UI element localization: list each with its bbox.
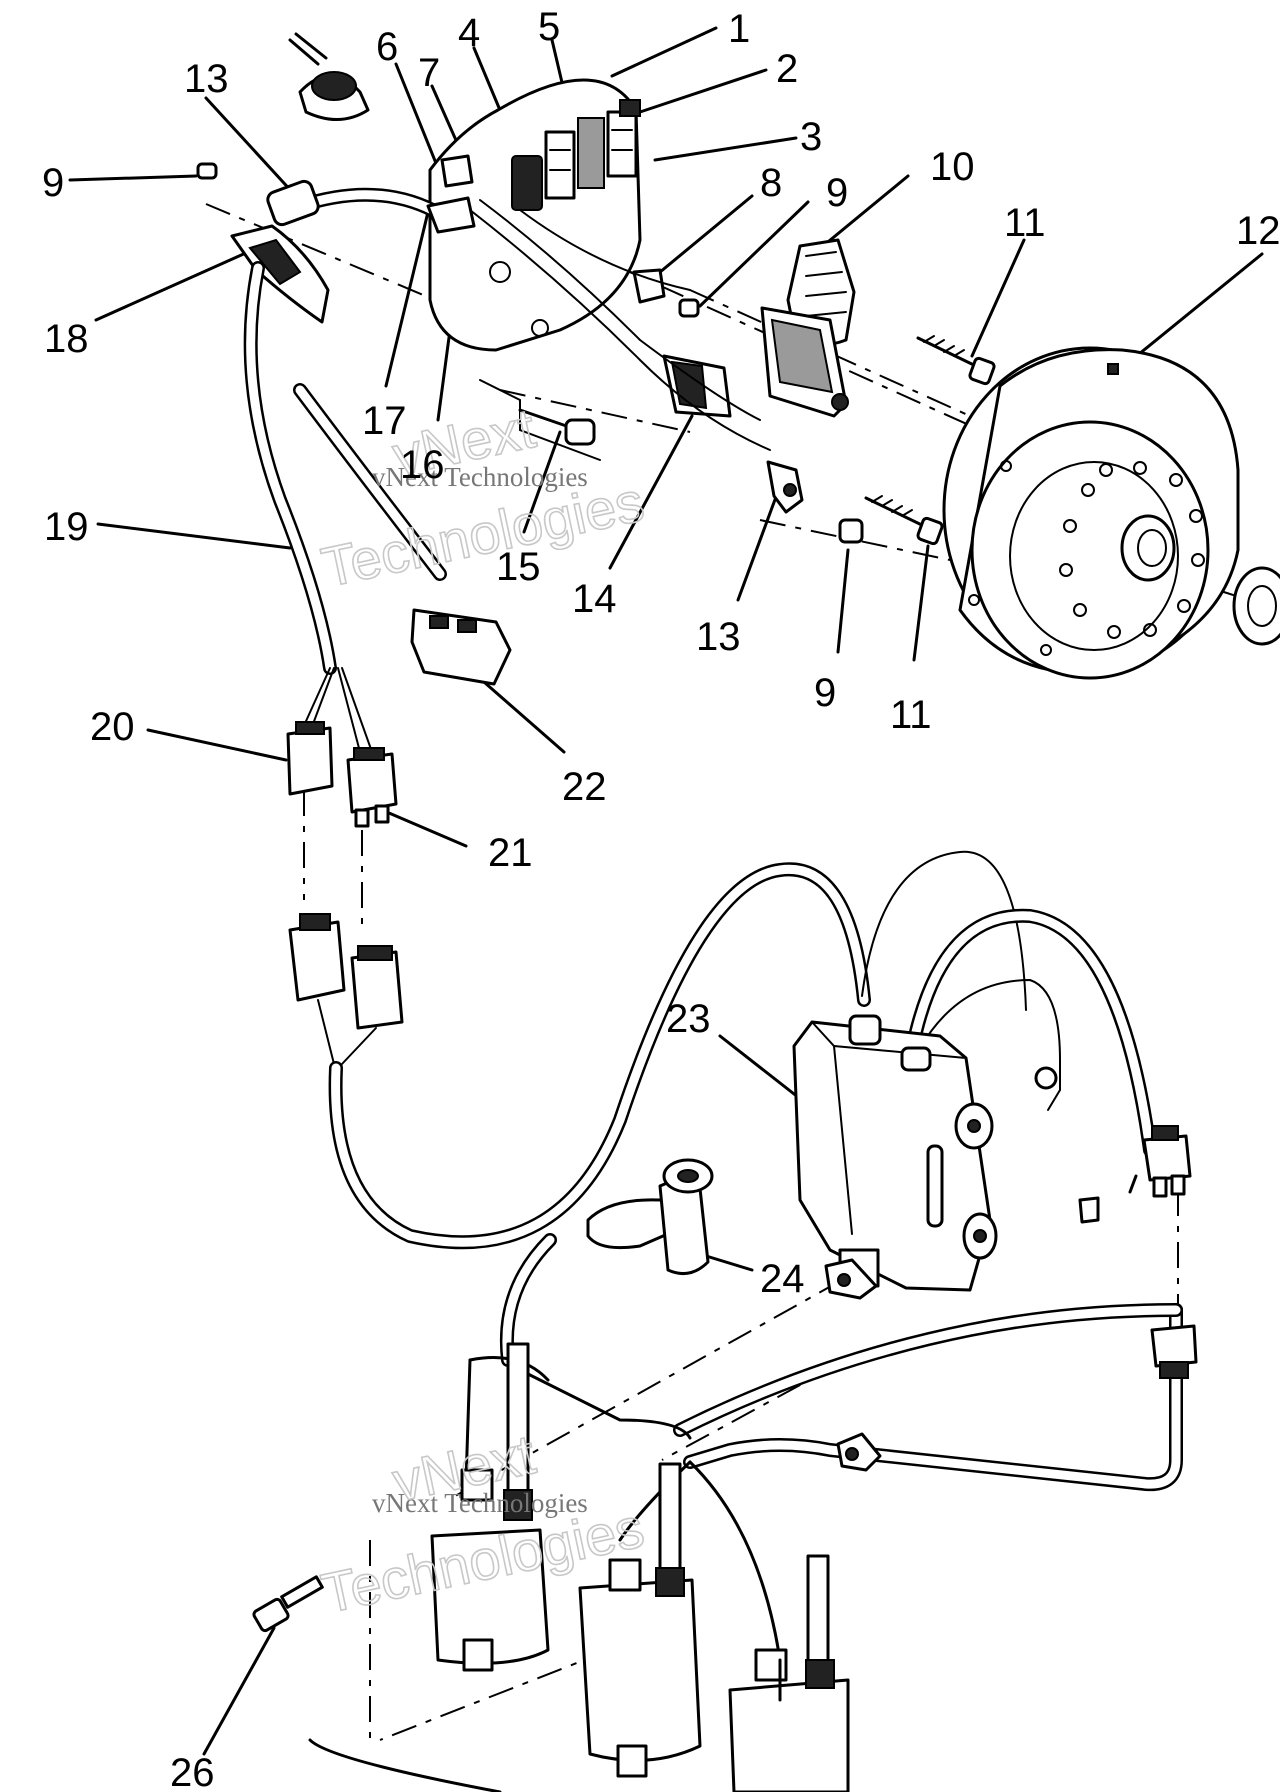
bolt-11-lower	[864, 495, 944, 546]
mount-brackets	[824, 1258, 882, 1472]
screw-9-lower	[838, 518, 864, 544]
harness-grommet	[230, 224, 330, 324]
mating-connectors	[288, 913, 404, 1065]
part-label-13-lower: 13	[696, 615, 741, 659]
watermark-top-small: vNext Technologies	[372, 462, 588, 492]
part-label-3: 3	[800, 115, 822, 159]
ignition-coil-1	[430, 1342, 550, 1672]
part-label-23: 23	[666, 997, 711, 1041]
clip-8	[632, 268, 666, 304]
screw-9-mid	[678, 298, 700, 318]
washer	[1232, 566, 1280, 646]
bolt-26	[252, 1575, 324, 1633]
watermark-bottom-small: vNext Technologies	[372, 1488, 588, 1518]
ignition-coil-2	[578, 1462, 702, 1778]
connector-20	[286, 721, 334, 796]
part-label-18: 18	[44, 317, 89, 361]
part-label-11-upper: 11	[1004, 201, 1046, 245]
part-label-5: 5	[538, 5, 560, 49]
part-label-8: 8	[760, 161, 782, 205]
leader-lines	[68, 26, 1264, 1756]
part-label-14: 14	[572, 577, 617, 621]
connector-block	[410, 608, 512, 686]
part-label-20: 20	[90, 705, 135, 749]
connectors-right	[1034, 1066, 1198, 1379]
stator-wires	[469, 199, 771, 451]
part-label-15: 15	[496, 545, 541, 589]
pulser-coil	[760, 238, 856, 418]
flywheel	[942, 346, 1240, 680]
stator-coils	[511, 99, 641, 211]
bolt-11-upper	[916, 335, 996, 386]
spark-plug-cap	[586, 1158, 714, 1276]
part-labels: 1 2 3 4 5 6 7 8 9 9 9 10 11 11 12 13 13 …	[42, 5, 1280, 1792]
part-label-13-upper: 13	[184, 57, 229, 101]
part-label-10: 10	[930, 145, 975, 189]
part-label-17: 17	[362, 399, 407, 443]
wire-harness	[243, 179, 447, 753]
part-label-7: 7	[418, 51, 440, 95]
part-label-24: 24	[760, 1257, 805, 1301]
part-label-19: 19	[44, 505, 89, 549]
ignition-coil-3	[308, 1554, 850, 1792]
part-label-11-lower: 11	[890, 693, 932, 737]
screw-9-top	[196, 162, 218, 180]
part-label-9-top: 9	[42, 161, 64, 205]
clamp-13-lower	[766, 460, 804, 514]
connector-21	[346, 747, 398, 828]
part-label-4: 4	[458, 11, 480, 55]
bolt-15	[518, 408, 596, 446]
part-label-22: 22	[562, 765, 607, 809]
part-label-21: 21	[488, 831, 533, 875]
part-label-16: 16	[400, 443, 445, 487]
part-label-1: 1	[728, 7, 750, 51]
part-label-9-mid: 9	[826, 171, 848, 215]
long-cables	[328, 850, 1183, 1662]
part-label-9-lower: 9	[814, 671, 836, 715]
cdi-box	[792, 1014, 998, 1292]
grommet	[288, 32, 370, 122]
part-label-2: 2	[776, 47, 798, 91]
part-label-6: 6	[376, 25, 398, 69]
part-label-12: 12	[1236, 209, 1280, 253]
part-label-26: 26	[170, 1751, 215, 1792]
clip-16-17	[426, 154, 476, 234]
